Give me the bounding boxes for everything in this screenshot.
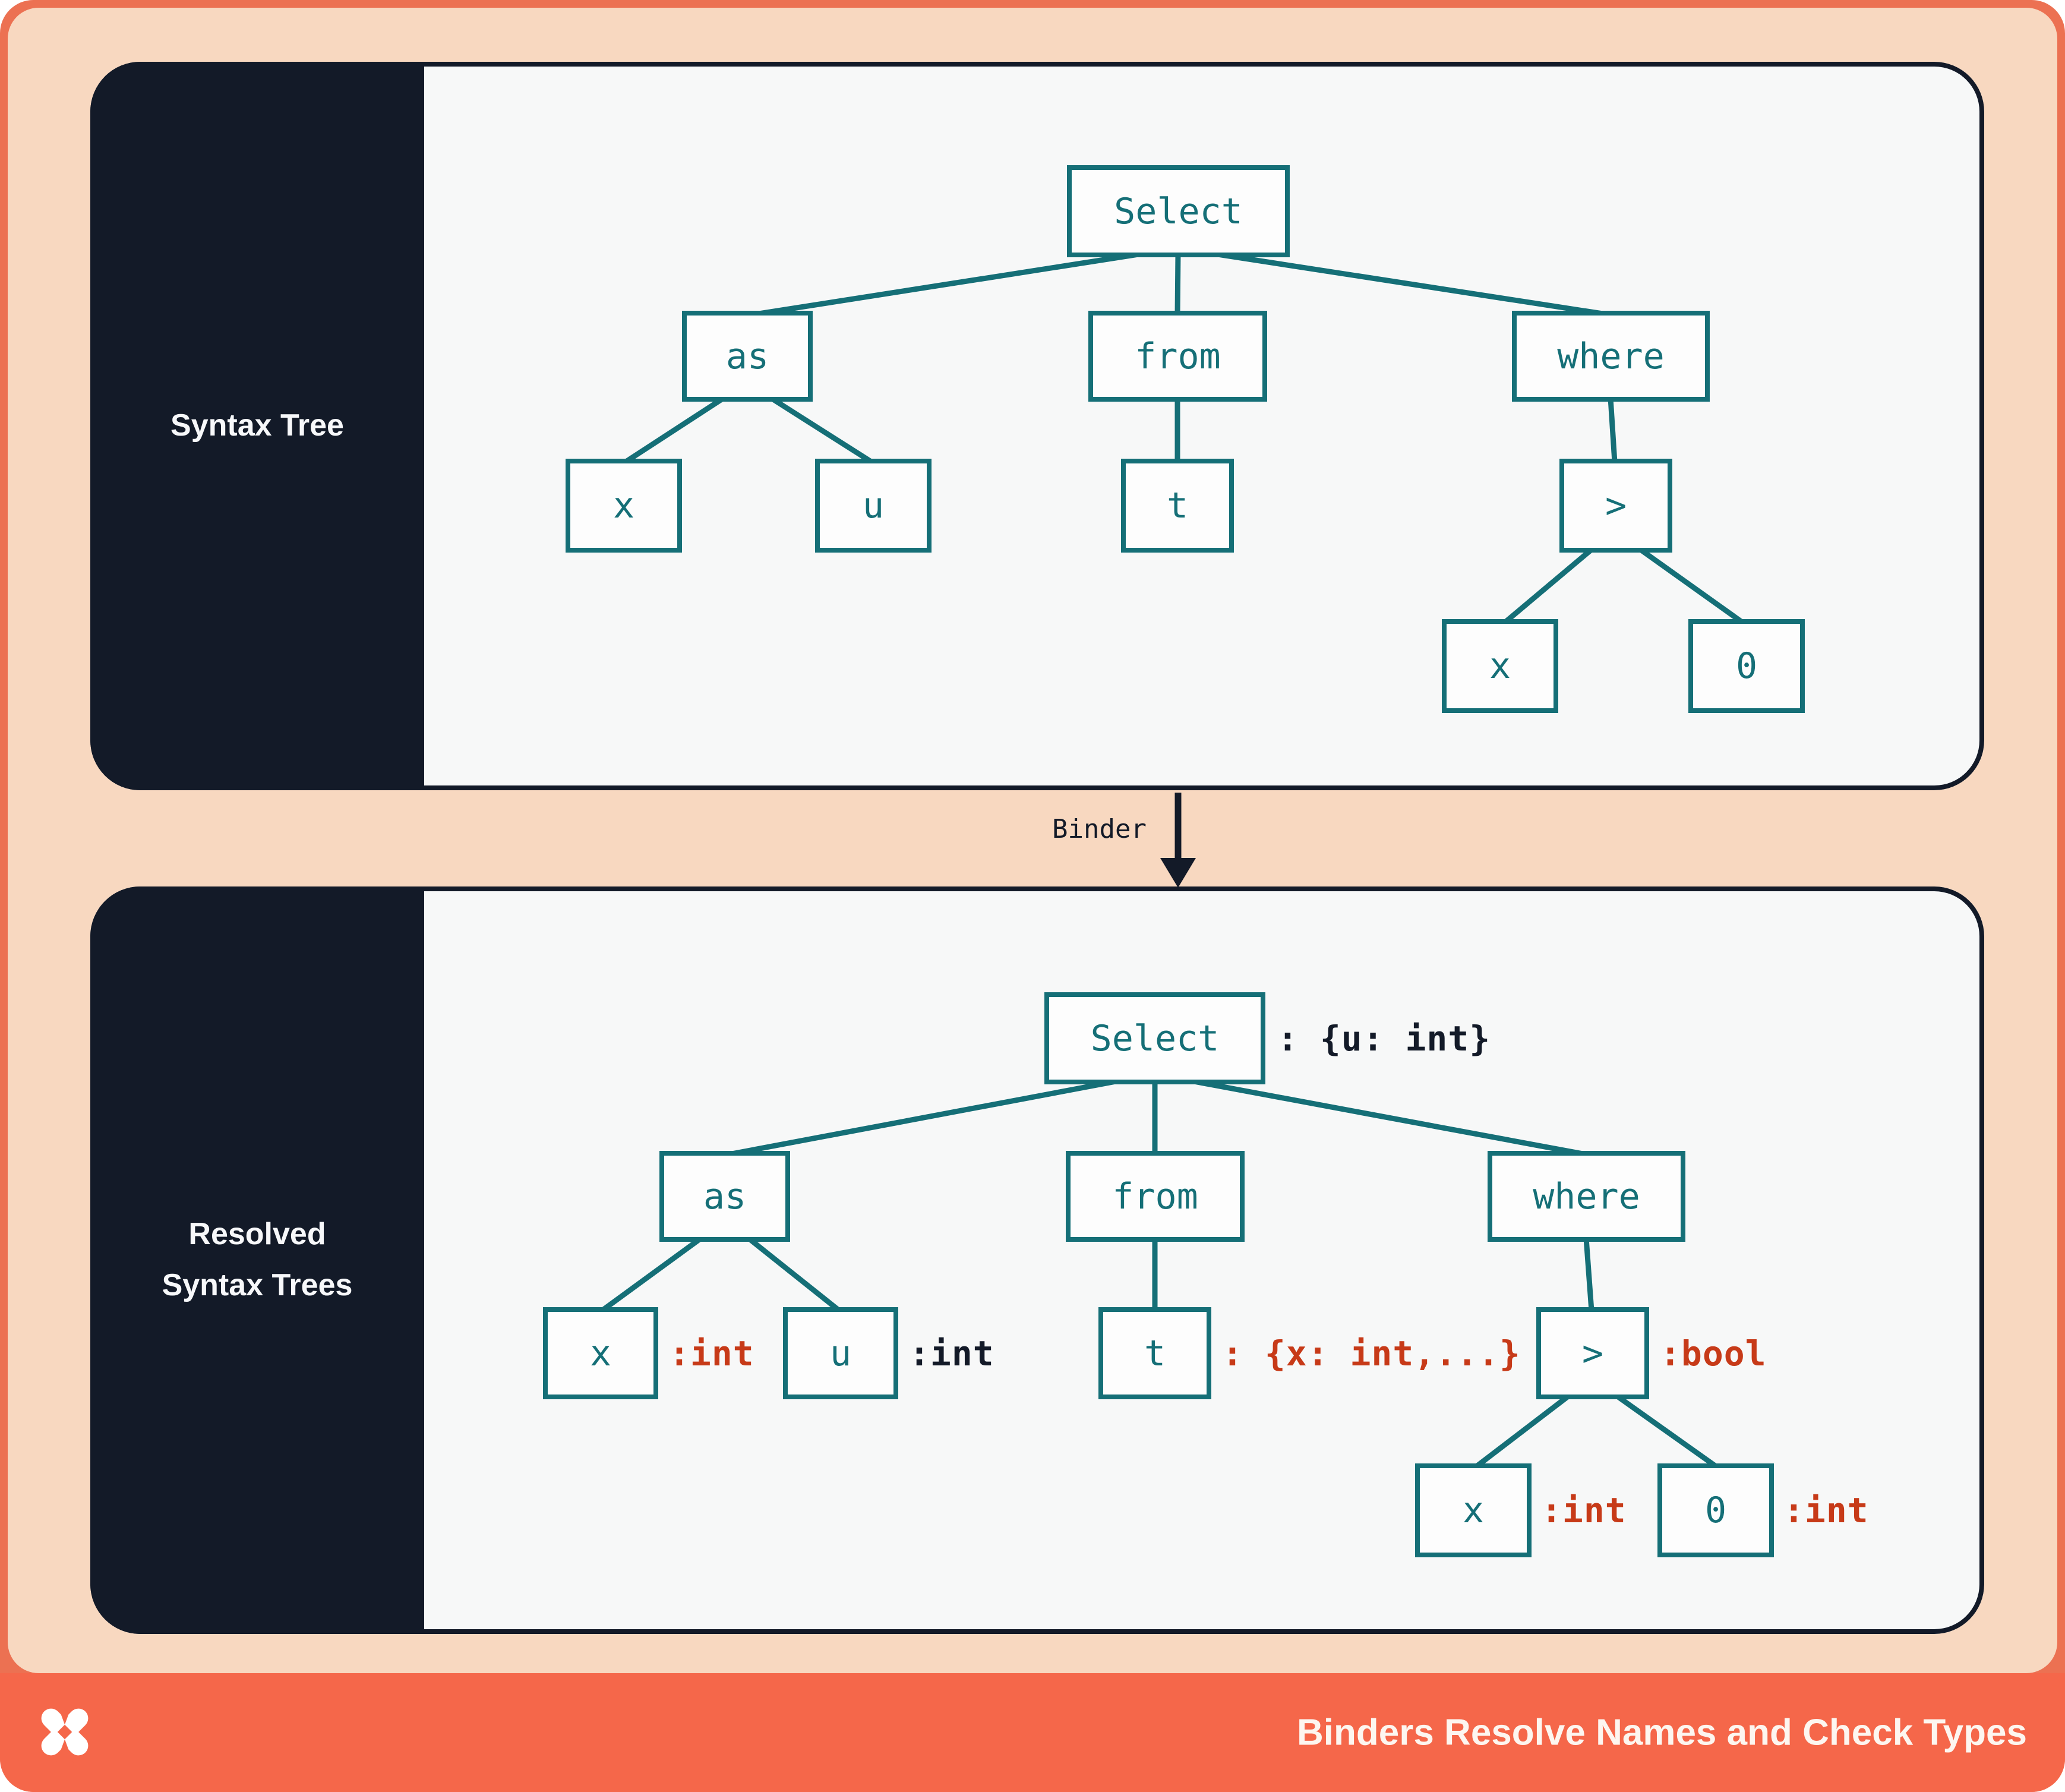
node-label: > xyxy=(1605,485,1627,526)
type-annotation-u: :int xyxy=(909,1333,994,1374)
node-label: t xyxy=(1144,1332,1166,1374)
type-annotation-x-operand: :int xyxy=(1541,1490,1627,1531)
tree-node-zero: 0 xyxy=(1688,619,1805,713)
resolved-node-gt: > xyxy=(1536,1307,1649,1399)
node-label: u xyxy=(862,485,885,526)
resolved-syntax-trees-panel: Resolved Syntax Trees Select : {u: int} … xyxy=(90,886,1984,1634)
panel-label-syntax-tree: Syntax Tree xyxy=(90,62,424,790)
node-label: from xyxy=(1112,1175,1198,1217)
node-label: 0 xyxy=(1735,645,1758,687)
resolved-node-where: where xyxy=(1488,1151,1685,1242)
tree-node-from: from xyxy=(1088,311,1267,402)
node-label: as xyxy=(703,1175,747,1217)
resolved-node-from: from xyxy=(1066,1151,1245,1242)
tree-node-select: Select xyxy=(1067,165,1290,257)
footer-band: Binders Resolve Names and Check Types xyxy=(0,1673,2065,1792)
node-label: Select xyxy=(1114,190,1243,232)
tree-node-x: x xyxy=(566,459,682,553)
panel-title-line1: Resolved xyxy=(188,1217,326,1252)
resolved-node-t: t xyxy=(1098,1307,1211,1399)
tree-node-gt: > xyxy=(1559,459,1672,553)
node-label: as xyxy=(725,335,769,377)
node-label: t xyxy=(1166,485,1189,526)
binder-arrow-icon xyxy=(1160,793,1196,888)
node-label: 0 xyxy=(1704,1490,1727,1531)
binder-label: Binder xyxy=(1052,814,1147,844)
node-label: where xyxy=(1533,1175,1640,1217)
panel-title: Syntax Tree xyxy=(170,408,344,443)
tree-node-t: t xyxy=(1121,459,1234,553)
node-label: x xyxy=(1462,1490,1485,1531)
type-annotation-select: : {u: int} xyxy=(1277,1018,1491,1059)
node-label: Select xyxy=(1090,1017,1220,1059)
tree-node-u: u xyxy=(815,459,932,553)
type-annotation-gt: :bool xyxy=(1660,1333,1767,1374)
resolved-node-as: as xyxy=(659,1151,790,1242)
node-label: u xyxy=(829,1332,852,1374)
resolved-node-x-operand: x xyxy=(1415,1463,1532,1557)
panel-label-resolved-syntax-trees: Resolved Syntax Trees xyxy=(90,886,424,1634)
node-label: from xyxy=(1135,335,1221,377)
tree-node-x-operand: x xyxy=(1442,619,1558,713)
resolved-node-u: u xyxy=(783,1307,898,1399)
resolved-tree-edges xyxy=(600,1078,1719,1469)
type-annotation-zero: :int xyxy=(1783,1490,1869,1531)
node-label: x xyxy=(1489,645,1511,687)
syntax-tree-edges xyxy=(623,251,1747,627)
node-label: x xyxy=(612,485,635,526)
footer-title: Binders Resolve Names and Check Types xyxy=(1296,1712,2027,1753)
node-label: x xyxy=(589,1332,612,1374)
type-annotation-x: :int xyxy=(669,1333,754,1374)
node-label: where xyxy=(1557,335,1665,377)
resolved-node-select: Select xyxy=(1044,992,1265,1084)
panel-title: Resolved Syntax Trees xyxy=(162,1209,353,1311)
resolved-node-x: x xyxy=(543,1307,658,1399)
tree-node-where: where xyxy=(1512,311,1710,402)
x-pinwheel-logo-icon xyxy=(41,1700,89,1763)
tree-node-as: as xyxy=(682,311,813,402)
panel-title-line2: Syntax Trees xyxy=(162,1268,353,1302)
type-annotation-t: : {x: int,...} xyxy=(1222,1333,1521,1374)
resolved-node-zero: 0 xyxy=(1657,1463,1774,1557)
syntax-tree-panel: Syntax Tree Select as from where x u t >… xyxy=(90,62,1984,790)
node-label: > xyxy=(1581,1332,1604,1374)
